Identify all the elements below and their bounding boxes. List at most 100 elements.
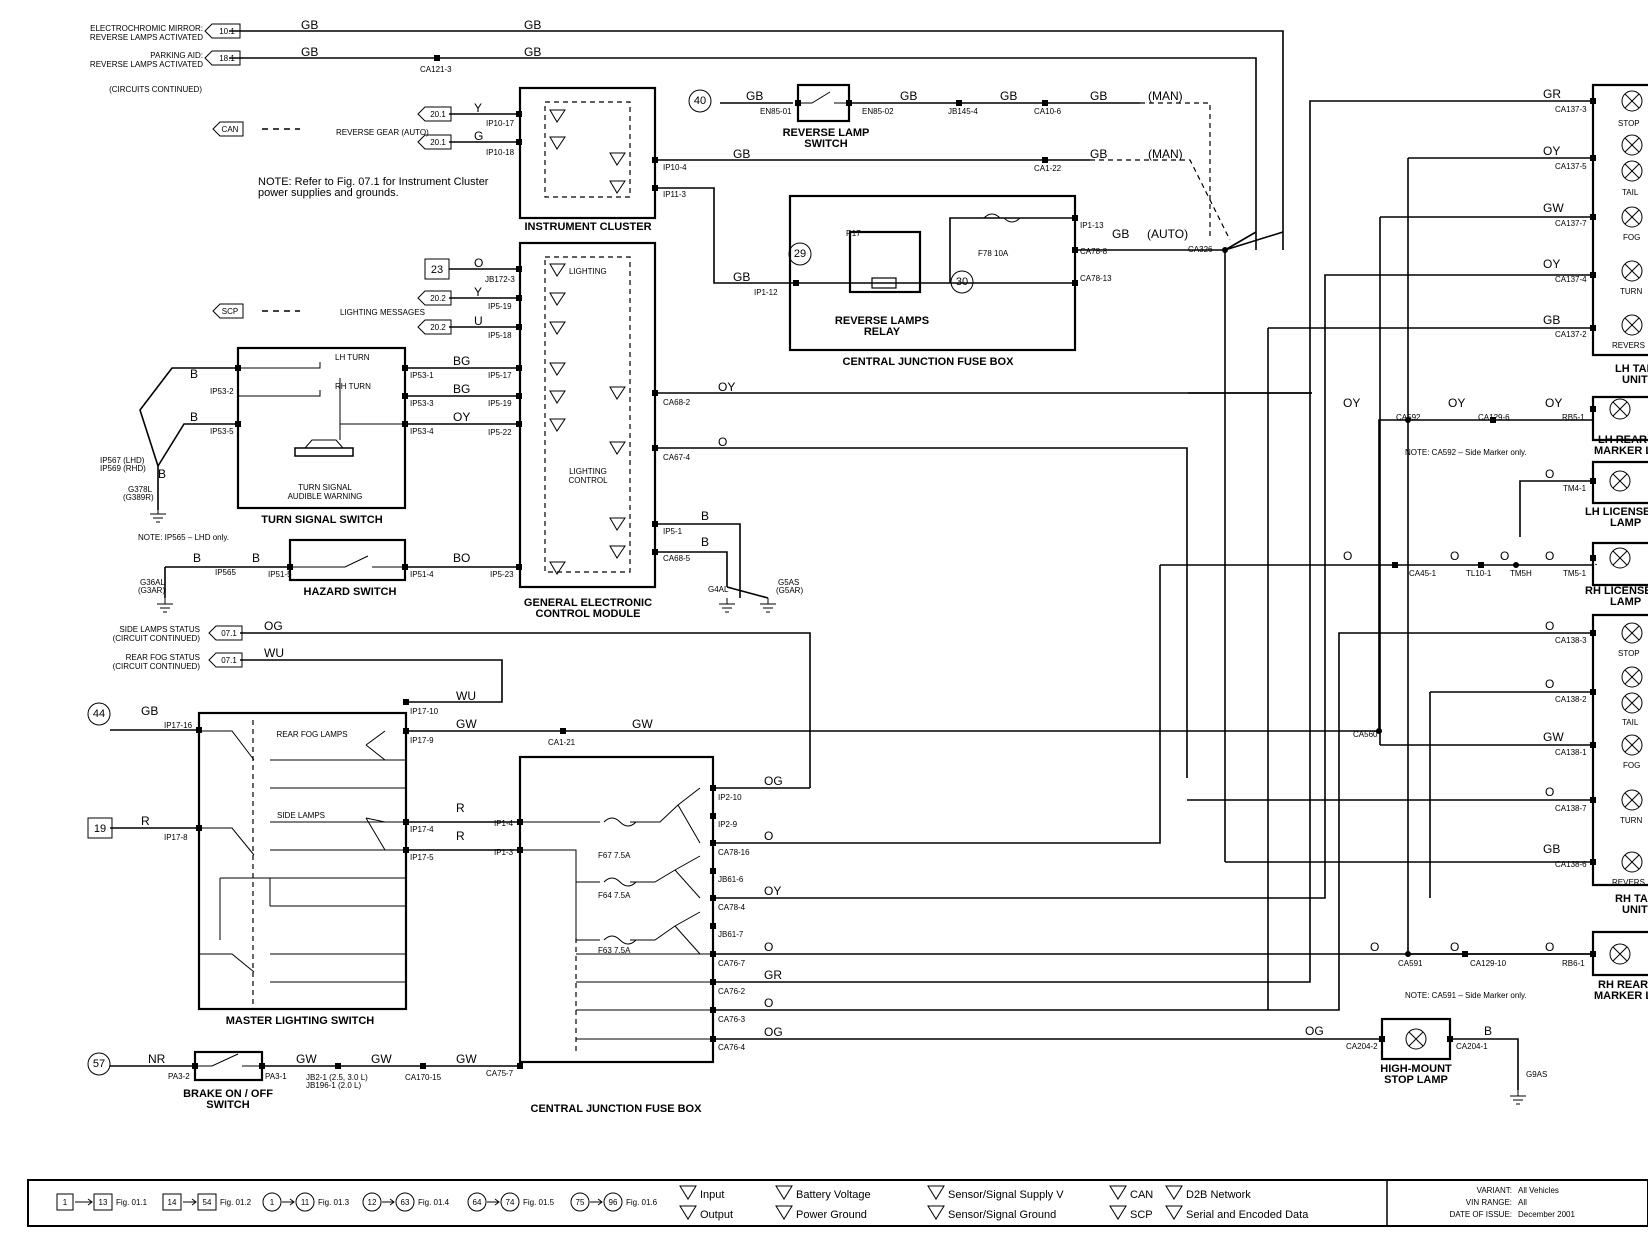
wire-o: O (1545, 940, 1554, 954)
legend-range-1: 1 13 Fig. 01.1 (56, 1193, 148, 1211)
conn: CA68-2 (663, 398, 691, 407)
conn: JB61-6 (718, 875, 744, 884)
conn: CA129-10 (1470, 959, 1507, 968)
conn: CA204-1 (1456, 1042, 1488, 1051)
svg-text:20.2: 20.2 (430, 294, 446, 303)
conn: CA121-3 (420, 65, 452, 74)
master-lighting-label: MASTER LIGHTING SWITCH (226, 1015, 375, 1027)
lamp-rh-reverse (1621, 851, 1643, 873)
legend-can-icon (1109, 1185, 1127, 1200)
conn-jb2-1: JB2-1 (2.5, 3.0 L)JB196-1 (2.0 L) (306, 1073, 368, 1090)
conn: CA137-5 (1555, 162, 1587, 171)
svg-text:20.2: 20.2 (430, 323, 446, 332)
conn-g378l: G378L(G389R) (123, 485, 154, 502)
lamp-rh-side-marker (1609, 943, 1631, 965)
cluster-note: NOTE: Refer to Fig. 07.1 for Instrument … (258, 176, 489, 199)
ref-can: CAN (212, 121, 244, 137)
instrument-cluster-label: INSTRUMENT CLUSTER (524, 221, 651, 233)
legend: 1 13 Fig. 01.1 14 54 Fig. 01.2 1 11 Fig.… (27, 1179, 1648, 1227)
lh-side-marker-label: LH REAR SMARKER L (1594, 434, 1648, 457)
wire-gb: GB (1090, 147, 1107, 161)
wire-oy: OY (1343, 396, 1360, 410)
wire-oy: OY (1543, 144, 1560, 158)
svg-text:44: 44 (93, 708, 105, 720)
conn: IP17-10 (410, 707, 439, 716)
conn-g36al: G36AL(G3AR) (138, 578, 165, 595)
cjb-top-label: CENTRAL JUNCTION FUSE BOX (843, 356, 1015, 368)
legend-battery: Battery Voltage (796, 1189, 871, 1201)
conn: CA67-4 (663, 453, 691, 462)
ref-29: 29 (788, 242, 812, 266)
svg-text:Fig. 01.6: Fig. 01.6 (626, 1198, 658, 1207)
wire-gw: GW (296, 1052, 317, 1066)
wires (110, 30, 1597, 1090)
conn: IP53-1 (410, 371, 434, 380)
connector-dots (192, 55, 1596, 1069)
wire-man: (MAN) (1148, 89, 1183, 103)
conn: CA78-16 (718, 848, 750, 857)
conn: CA76-7 (718, 959, 746, 968)
legend-battery-icon (775, 1185, 793, 1200)
hazard-switch (288, 538, 407, 582)
wire-oy: OY (718, 380, 735, 394)
rh-turn-label: RH TURN (335, 382, 371, 391)
svg-text:19: 19 (94, 823, 106, 835)
wire-y: Y (474, 285, 482, 299)
svg-text:29: 29 (794, 248, 806, 260)
svg-text:54: 54 (203, 1198, 212, 1207)
svg-text:12: 12 (368, 1198, 377, 1207)
legend-date-label: DATE OF ISSUE: (1449, 1210, 1512, 1219)
svg-text:Fig. 01.4: Fig. 01.4 (418, 1198, 450, 1207)
lamp-label-lh-reverse: REVERS (1612, 341, 1645, 350)
cjb-top (788, 194, 1077, 352)
wire-r: R (141, 814, 150, 828)
lamp-label-rh-tail: TAIL (1622, 718, 1639, 727)
wire-b: B (701, 509, 709, 523)
conn: TL10-1 (1466, 569, 1492, 578)
legend-variant-label: VARIANT: (1477, 1186, 1512, 1195)
svg-text:20.1: 20.1 (430, 138, 446, 147)
ref-20-2a: 20.2 (417, 290, 452, 306)
svg-text:57: 57 (93, 1058, 105, 1070)
wire-gw: GW (1543, 730, 1564, 744)
wire-og: OG (764, 1025, 783, 1039)
lamp-label-lh-fog: FOG (1623, 233, 1640, 242)
lamp-rh-tail-b (1621, 692, 1643, 714)
legend-power-ground: Power Ground (796, 1209, 867, 1221)
rear-fog-lamps-label: REAR FOG LAMPS (276, 730, 347, 739)
wire-nr: NR (148, 1052, 166, 1066)
ref-07-1a: 07.1 (208, 625, 243, 641)
svg-text:13: 13 (99, 1198, 108, 1207)
legend-input-icon (679, 1185, 697, 1200)
ip565-note: NOTE: IP565 – LHD only. (138, 533, 229, 542)
conn: EN85-02 (862, 107, 894, 116)
status-text-1: ELECTROCHROMIC MIRROR:REVERSE LAMPS ACTI… (90, 24, 203, 42)
conn: JB61-7 (718, 930, 744, 939)
conn: CA560 (1353, 730, 1378, 739)
legend-range-5: 64 74 Fig. 01.5 (467, 1192, 555, 1212)
conn: IP51-4 (410, 570, 434, 579)
wire-o: O (1545, 549, 1554, 563)
wire-gb: GB (301, 45, 318, 59)
ref-18-1: 18.1 (204, 50, 241, 66)
wire-b: B (158, 467, 166, 481)
wire-wu: WU (456, 689, 476, 703)
lamp-units (1591, 83, 1648, 977)
svg-text:Fig. 01.2: Fig. 01.2 (220, 1198, 252, 1207)
conn: IP11-3 (663, 190, 687, 199)
conn: IP1-12 (754, 288, 778, 297)
legend-range-3: 1 11 Fig. 01.3 (262, 1192, 350, 1212)
ca592-note: NOTE: CA592 – Side Marker only. (1405, 448, 1527, 457)
lamp-lh-tail-a (1621, 134, 1643, 156)
lamp-label-rh-turn: TURN (1620, 816, 1642, 825)
hazard-switch-label: HAZARD SWITCH (304, 586, 397, 598)
conn: RB5-1 (1562, 413, 1585, 422)
wire-o: O (1370, 940, 1379, 954)
wire-gr: GR (1543, 87, 1561, 101)
conn: IP17-16 (164, 721, 193, 730)
conn: IP1-13 (1080, 221, 1104, 230)
conn: IP5-19 (488, 302, 512, 311)
